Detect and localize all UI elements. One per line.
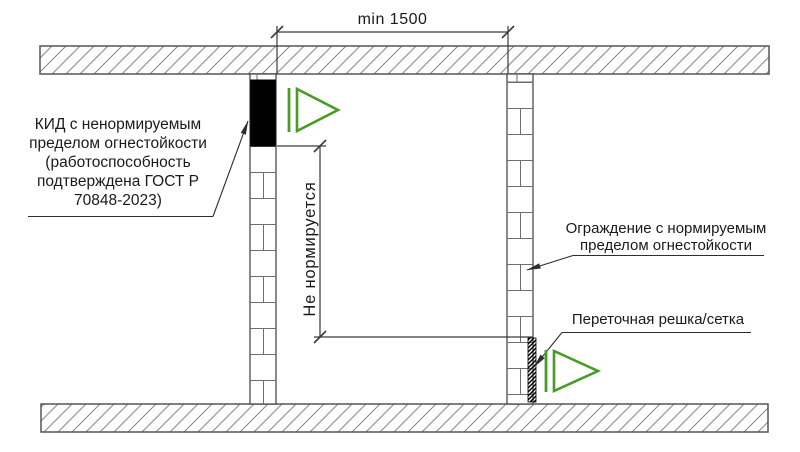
leader-line [533, 332, 563, 368]
leader-grille [533, 331, 751, 368]
bottom-slab [40, 403, 769, 433]
dimension-min-1500 [270, 25, 515, 74]
fence-label: Ограждение с нормируемым пределом огнест… [564, 220, 768, 254]
left-wall-bricks [250, 146, 276, 404]
kid-label-line: пределом огнестойкости [29, 135, 207, 152]
kid-label-line: (работоспособность [45, 154, 191, 171]
fence-label-line: Ограждение с нормируемым [565, 220, 767, 237]
kid-label-line: 70848-2023) [74, 192, 162, 209]
airflow-arrow-top-icon [287, 86, 341, 134]
leader-kid [28, 120, 249, 218]
dimension-label-min-1500: min 1500 [357, 11, 428, 28]
kid-damper [250, 79, 276, 147]
airflow-arrow-bottom-icon [544, 348, 602, 394]
kid-label-line: подтверждена ГОСТ Р [36, 173, 199, 190]
top-slab [39, 45, 770, 75]
fence-label-line: пределом огнестойкости [579, 237, 752, 254]
grille-label: Переточная решка/сетка [571, 311, 745, 328]
tick-mark [313, 139, 327, 153]
tick-mark [313, 330, 327, 344]
leader-line [212, 120, 249, 217]
leader-fence [526, 254, 764, 271]
tick-mark [270, 25, 284, 39]
tick-mark [501, 25, 515, 39]
kid-label-line: КИД с ненормируемым [34, 116, 202, 133]
transfer-grille [527, 337, 537, 403]
kid-label: КИД с ненормируемым пределом огнестойкос… [16, 115, 220, 210]
dimension-label-not-normalized: Не нормируется [301, 181, 319, 317]
leader-line [526, 254, 574, 271]
dimension-not-normalized [277, 139, 533, 344]
